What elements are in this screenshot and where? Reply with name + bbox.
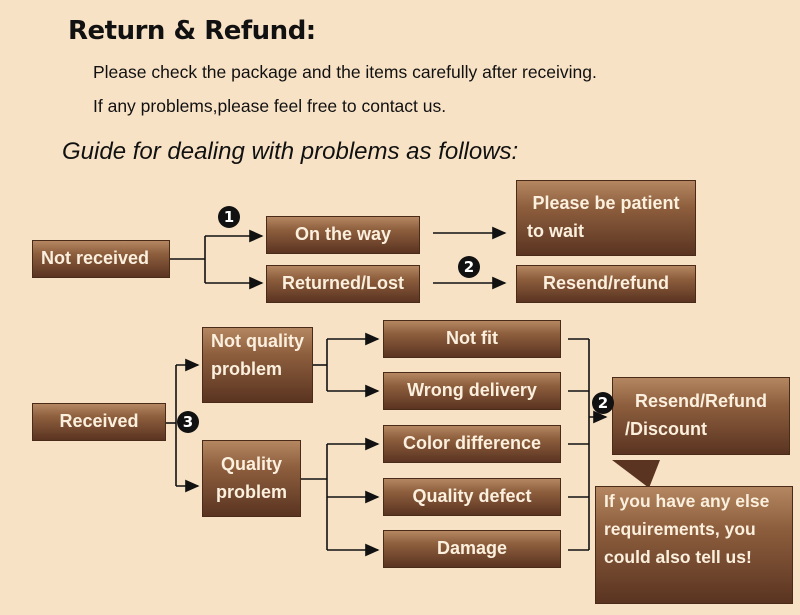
- page-title: Return & Refund:: [68, 16, 316, 46]
- speech-bubble-tail: [612, 460, 660, 488]
- box-please-be-patient-line2: to wait: [527, 221, 584, 241]
- box-not-quality-line2: problem: [211, 358, 283, 379]
- box-not-fit: Not fit: [383, 320, 561, 358]
- box-on-the-way: On the way: [266, 216, 420, 254]
- box-quality-problem: Quality problem: [202, 440, 301, 517]
- box-not-received: Not received: [32, 240, 170, 278]
- box-quality-line2: problem: [215, 481, 287, 502]
- intro-line-2: If any problems,please feel free to cont…: [93, 96, 447, 116]
- box-resend-refund-discount-line1: Resend/Refund: [634, 391, 767, 412]
- box-not-quality-problem: Not quality problem: [202, 327, 313, 403]
- intro-line-1: Please check the package and the items c…: [93, 62, 597, 82]
- box-please-be-patient-line1: Please be patient: [532, 193, 680, 214]
- marker-two-b: 2: [592, 392, 614, 414]
- speech-bubble-else: If you have any else requirements, you c…: [595, 486, 793, 604]
- box-resend-refund-discount-line2: /Discount: [625, 419, 708, 439]
- box-returned-lost: Returned/Lost: [266, 265, 420, 303]
- box-received: Received: [32, 403, 166, 441]
- marker-one: 1: [218, 206, 240, 228]
- box-resend-refund-discount: Resend/Refund /Discount: [612, 377, 790, 455]
- guide-heading: Guide for dealing with problems as follo…: [62, 138, 519, 165]
- else-line-1: If you have any else: [604, 491, 770, 511]
- else-line-3: could also tell us!: [604, 547, 752, 567]
- box-please-be-patient: Please be patient to wait: [516, 180, 696, 256]
- marker-two-a: 2: [458, 256, 480, 278]
- box-wrong-delivery: Wrong delivery: [383, 372, 561, 410]
- box-not-quality-line1: Not quality: [211, 331, 304, 351]
- box-color-difference: Color difference: [383, 425, 561, 463]
- marker-three: 3: [177, 411, 199, 433]
- box-resend-refund: Resend/refund: [516, 265, 696, 303]
- box-quality-defect: Quality defect: [383, 478, 561, 516]
- else-line-2: requirements, you: [604, 519, 756, 539]
- box-quality-line1: Quality: [220, 453, 282, 474]
- box-damage: Damage: [383, 530, 561, 568]
